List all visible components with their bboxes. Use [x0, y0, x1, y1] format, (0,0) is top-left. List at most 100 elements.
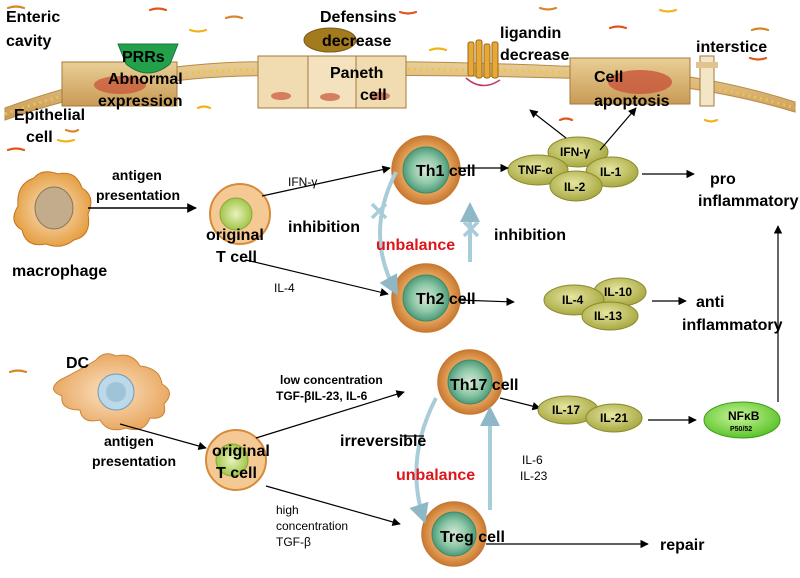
interstice-label: interstice [696, 39, 767, 56]
original-t-cell-icon [209, 183, 271, 245]
ligandin-receptor-icon [465, 39, 501, 87]
original-t-cell-icon-2 [205, 429, 267, 491]
prrs-label: PRRs [122, 49, 165, 66]
antigen-presentation-label-2: antigen [104, 433, 154, 449]
arrow-to-apoptosis-left [529, 109, 567, 139]
inhibition-cross-left [370, 202, 388, 220]
ligandin-decrease-label: decrease [500, 47, 569, 64]
pro-inflammatory-label: pro [710, 171, 736, 188]
cytokine-label: TNF-α [518, 163, 553, 177]
arrow-to-apoptosis-right [599, 107, 637, 151]
th1-cell-icon [391, 135, 461, 205]
pro-inflammatory-label: inflammatory [698, 193, 799, 210]
abnormal-expression-label: expression [98, 93, 182, 110]
paneth-cell-label: Paneth [330, 65, 383, 82]
cytokine-il2 [549, 170, 603, 202]
bacteria-squiggles [6, 5, 770, 374]
treg-cell-icon [421, 501, 487, 567]
high-concentration-label: concentration [276, 519, 348, 533]
defensin-disc-icon [303, 27, 357, 53]
inhibition-left-label: inhibition [288, 219, 360, 236]
low-concentration-label: low concentration [280, 373, 383, 387]
arrow-dc-to-tcell [119, 423, 207, 451]
inhibition-arrow-left [378, 171, 398, 296]
ligandin-decrease-label: ligandin [500, 25, 561, 42]
th1-cell-label: Th1 cell [416, 163, 476, 180]
interstice-junction [699, 55, 715, 107]
macrophage-icon [13, 171, 92, 247]
original-t-cell-label: original [206, 227, 264, 244]
enteric-cavity-label: cavity [6, 33, 51, 50]
pro-cytokine-cluster: IFN-γ TNF-α IL-1 IL-2 [507, 136, 639, 202]
cytokine-ifn-gamma [547, 136, 609, 168]
dendritic-cell-icon [53, 353, 170, 431]
cytokine-label: IL-1 [600, 165, 622, 179]
cytokine-il13 [581, 301, 639, 331]
epithelial-cell-label: cell [26, 129, 53, 146]
junction-bar [696, 62, 718, 68]
abnormal-expression-label: Abnormal [108, 71, 183, 88]
dc-label: DC [66, 355, 90, 372]
il6-il23-label: IL-6 [522, 453, 543, 467]
high-concentration-label: high [276, 503, 299, 517]
cell-apoptosis-label: apoptosis [594, 93, 670, 110]
arrow-th17-to-cytokines [499, 397, 541, 411]
ifn-gamma-label: IFN-γ [288, 175, 317, 189]
nucleus-shape [271, 92, 291, 100]
cytokine-label: IL-13 [594, 309, 622, 323]
treg-cell-label: Treg cell [440, 529, 505, 546]
unbalance-label-th17: unbalance [396, 467, 475, 484]
arrow-tcell-to-treg [265, 485, 401, 526]
enteric-cavity-label: Enteric [6, 9, 60, 26]
cytokine-il21 [585, 403, 643, 433]
nfkb-sub-label: P50/52 [730, 426, 752, 433]
original-t-cell-label: T cell [216, 249, 257, 266]
low-concentration-label: TGF-βIL-23, IL-6 [276, 389, 368, 403]
il4-label: IL-4 [274, 281, 295, 295]
original-t-cell-label-2: original [212, 443, 270, 460]
epithelium-band [4, 55, 796, 121]
il6-il23-label: IL-23 [520, 469, 548, 483]
prrs-receptor-icon [117, 43, 179, 74]
cytokine-label: IL-2 [564, 180, 586, 194]
paneth-cell-block [257, 55, 309, 109]
epithelial-cell-label: Epithelial [14, 107, 85, 124]
nucleus-shape [370, 92, 390, 100]
nfkb-label: NFκB [728, 409, 760, 423]
paneth-cell-label: cell [360, 87, 387, 104]
th17-cell-label: Th17 cell [450, 377, 518, 394]
cytokine-label: IL-21 [600, 411, 628, 425]
antigen-presentation-label: antigen [112, 167, 162, 183]
unbalance-label-th1: unbalance [376, 237, 455, 254]
cytokine-label: IFN-γ [560, 145, 590, 159]
original-t-cell-label-2: T cell [216, 465, 257, 482]
nucleus-shape [320, 93, 340, 101]
antigen-presentation-label: presentation [96, 187, 180, 203]
defensins-decrease-label: decrease [322, 33, 391, 50]
cell-apoptosis-label: Cell [594, 69, 623, 86]
th2-cell-label: Th2 cell [416, 291, 476, 308]
cytokine-label: IL-4 [562, 293, 584, 307]
arrow-tcell-to-th17 [255, 390, 405, 439]
macrophage-label: macrophage [12, 263, 107, 280]
th17-cell-icon [437, 349, 503, 415]
nucleus-shape [94, 76, 146, 94]
arrow-th2-to-cytokines [457, 297, 515, 306]
nfkb-node [703, 401, 781, 439]
inhibition-right-label: inhibition [494, 227, 566, 244]
defensins-decrease-label: Defensins [320, 9, 397, 26]
antigen-presentation-label-2: presentation [92, 453, 176, 469]
anti-inflammatory-label: anti [696, 294, 724, 311]
irreversible-arrow [409, 397, 438, 524]
repair-label: repair [660, 537, 704, 554]
anti-inflammatory-label: inflammatory [682, 317, 783, 334]
cytokine-label: IL-17 [552, 403, 580, 417]
th2-cell-icon [391, 263, 461, 333]
cytokine-label: IL-10 [604, 285, 632, 299]
arrow-tcell-to-th2 [245, 259, 389, 297]
nucleus-shape [608, 70, 672, 94]
irreversible-label: irreversible [340, 433, 426, 450]
arrow-tcell-to-th1 [261, 165, 391, 197]
